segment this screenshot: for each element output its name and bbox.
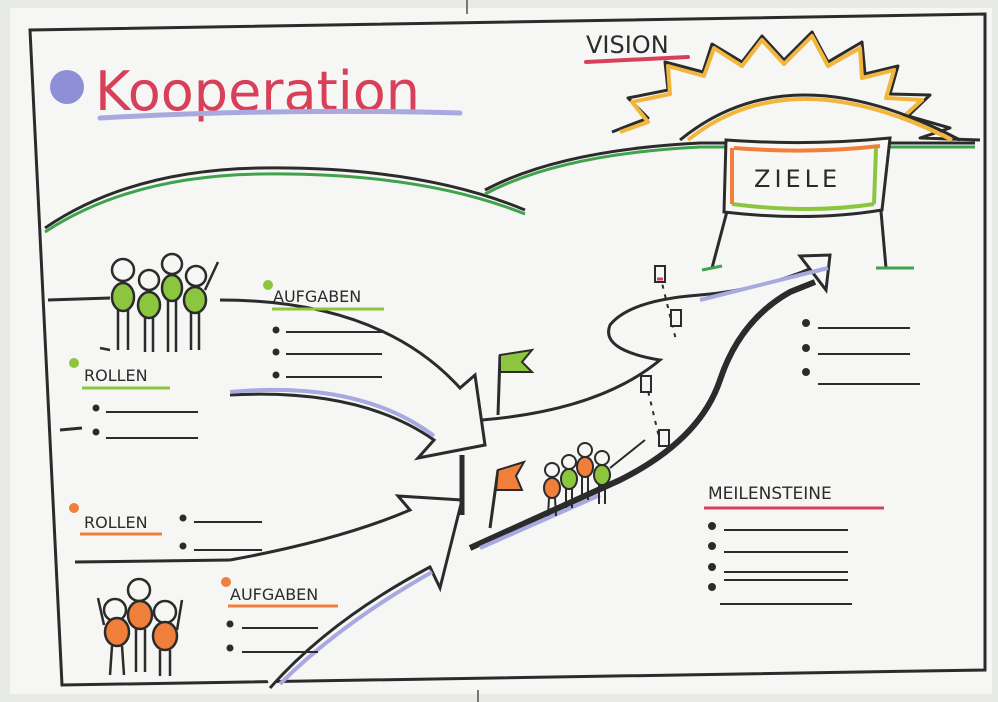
- title-underline: [97, 108, 463, 121]
- goals-banner: [701, 136, 914, 272]
- walking-team-figures: [543, 439, 646, 517]
- vision-label: VISION: [586, 31, 669, 59]
- tasks-orange-dot: [221, 577, 231, 587]
- sun-icon: [611, 30, 981, 142]
- road: [468, 253, 832, 551]
- tasks-label-green: AUFGABEN: [273, 287, 361, 306]
- frame-border: [28, 12, 987, 687]
- roles-orange-dot: [69, 503, 79, 513]
- roles-list-green: [92, 404, 198, 439]
- milestones-label: MEILENSTEINE: [708, 484, 832, 504]
- roles-label-green: ROLLEN: [84, 366, 148, 385]
- green-team-figures: [99, 252, 220, 352]
- tasks-green-dot: [263, 280, 273, 290]
- goals-label: ZIELE: [754, 165, 841, 193]
- milestones-list: [708, 522, 852, 605]
- green-flag-icon: [496, 348, 535, 416]
- tasks-list-green: [272, 326, 382, 379]
- hills: [44, 141, 975, 234]
- roles-green-dot: [69, 358, 79, 368]
- tasks-list-orange: [226, 620, 318, 653]
- milestone-markers: [640, 265, 682, 447]
- arrow-lower: [229, 494, 464, 689]
- roles-list-orange: [179, 514, 262, 551]
- tasks-label-orange: AUFGABEN: [230, 585, 318, 604]
- vision-underline: [584, 55, 690, 64]
- orange-flag-icon: [488, 460, 527, 529]
- title-bullet-dot: [50, 70, 84, 104]
- goals-list: [802, 319, 920, 385]
- roles-label-orange: ROLLEN: [84, 513, 148, 532]
- orange-team-figures: [96, 577, 184, 676]
